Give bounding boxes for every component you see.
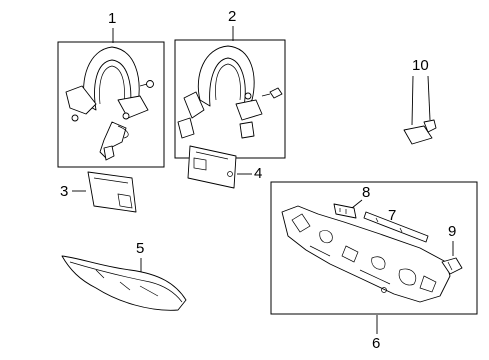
part-2-roll-bar — [177, 45, 283, 139]
callout-7: 7 — [388, 207, 396, 224]
leader-10b — [427, 75, 431, 121]
part-3-panel — [87, 171, 137, 213]
leader-10a — [411, 75, 414, 126]
callout-9: 9 — [448, 223, 456, 240]
callout-4: 4 — [254, 165, 262, 182]
callout-1: 1 — [108, 10, 116, 27]
part-1-frame — [57, 41, 165, 168]
part-4-panel — [187, 145, 237, 189]
part-7-rail — [363, 211, 429, 243]
callout-8: 8 — [362, 184, 370, 201]
callout-10: 10 — [412, 57, 429, 74]
part-6-bulkhead — [281, 205, 451, 303]
callout-6: 6 — [372, 335, 380, 352]
callout-2: 2 — [228, 8, 236, 25]
part-6-frame — [270, 181, 478, 315]
leader-8 — [351, 199, 363, 209]
part-9-clip — [441, 257, 463, 275]
part-5-trim-panel — [61, 255, 187, 311]
part-8-bracket — [333, 203, 357, 219]
part-10-bracket — [403, 119, 437, 145]
callout-3: 3 — [60, 183, 68, 200]
part-1-roll-bar — [65, 46, 154, 161]
callout-5: 5 — [136, 240, 144, 257]
